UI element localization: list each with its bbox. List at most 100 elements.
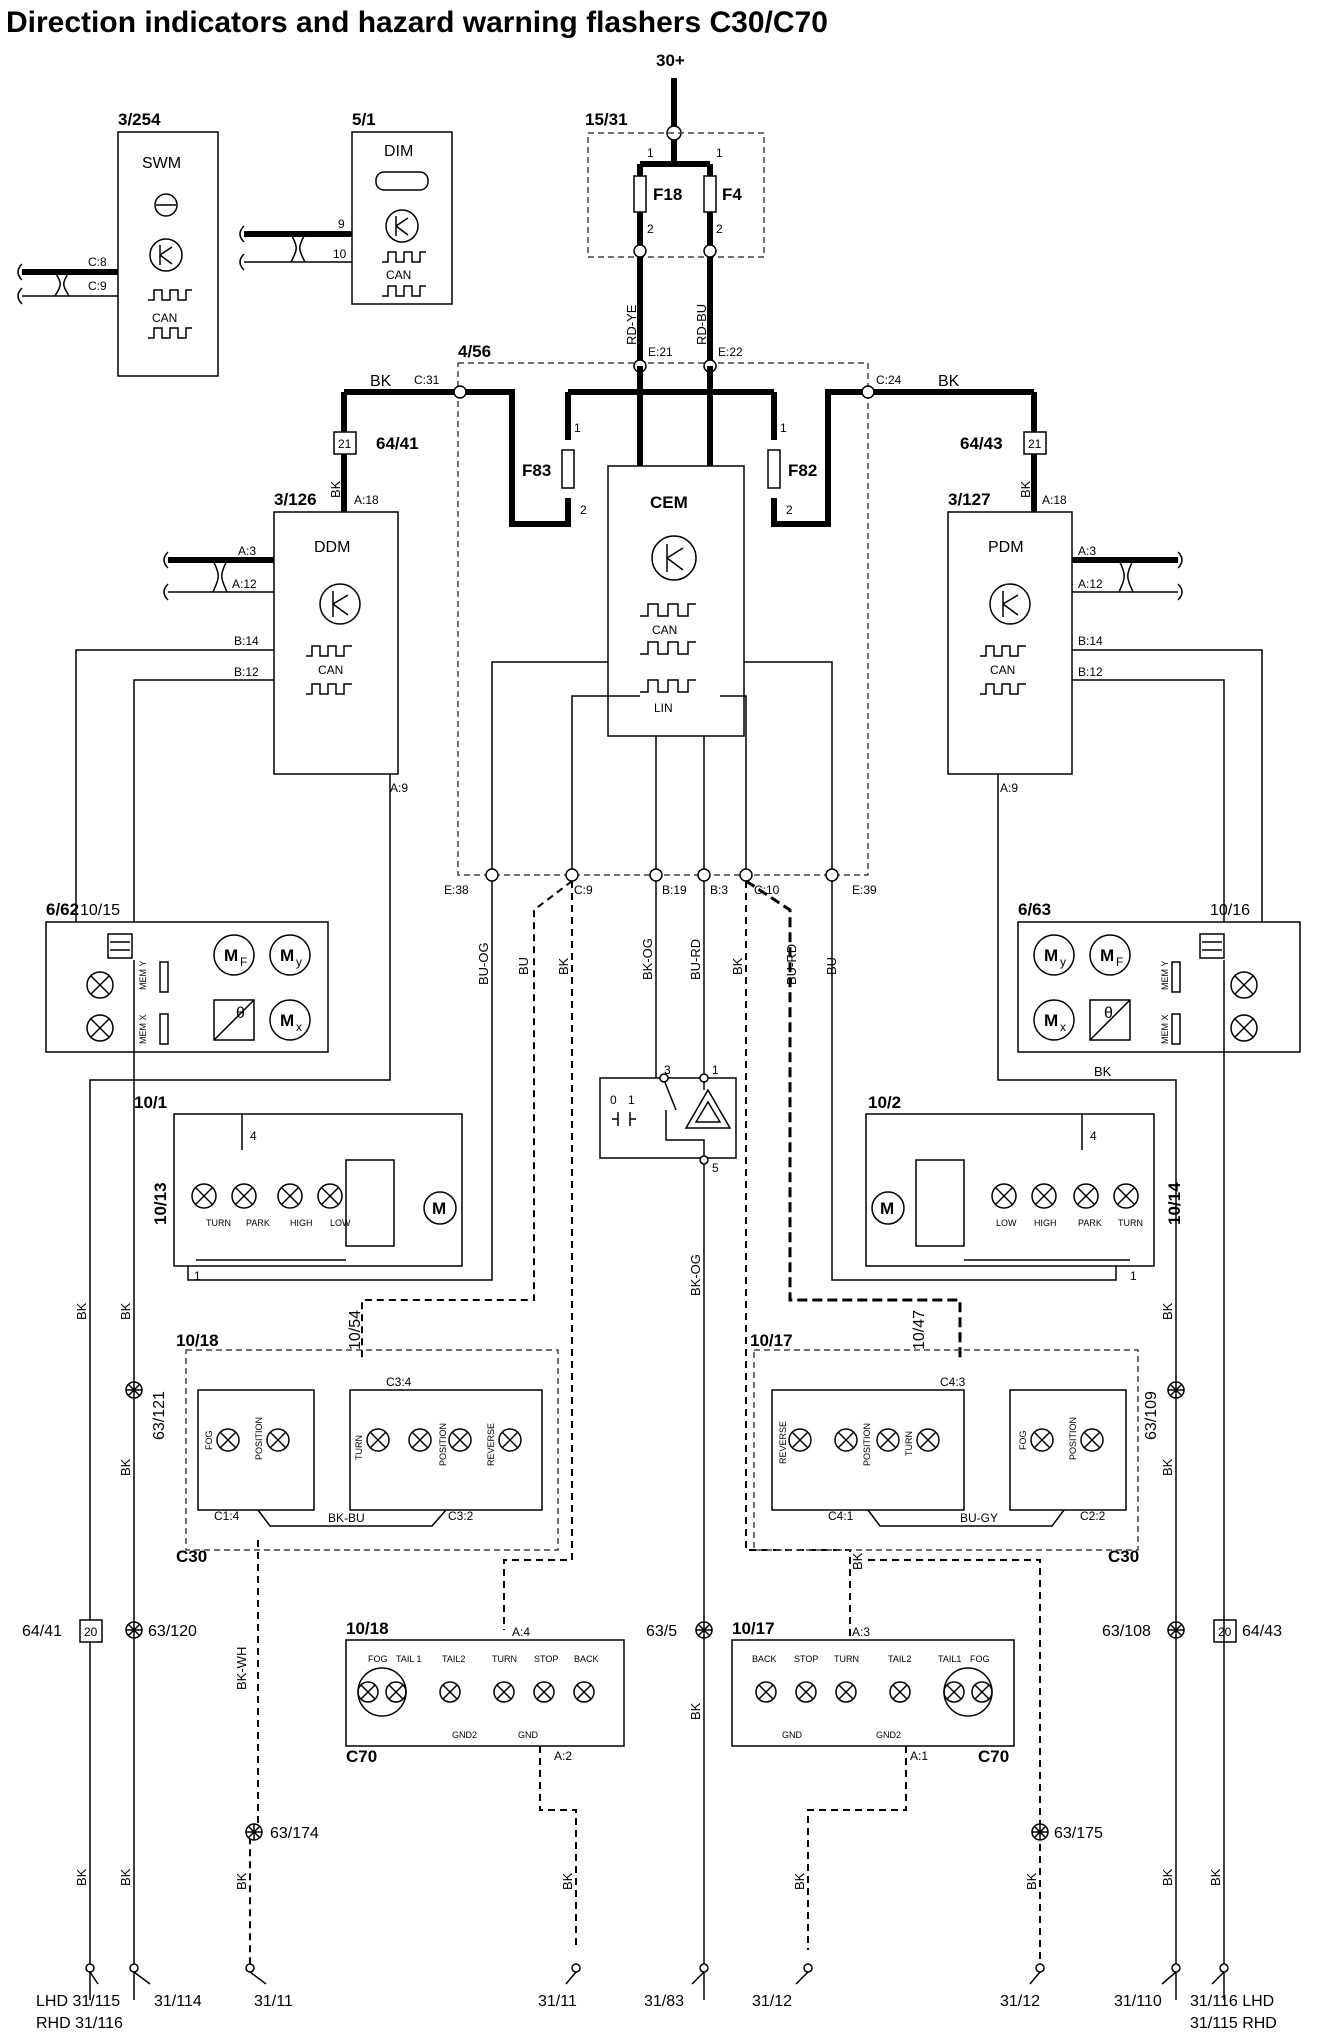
dim-can: CAN bbox=[386, 268, 411, 282]
tail-c30-right-pos-a: POSITION bbox=[862, 1423, 872, 1466]
tail-c70-left-a2: A:2 bbox=[554, 1749, 572, 1763]
fuse-f18-label: F18 bbox=[653, 185, 682, 204]
f83-pin2: 2 bbox=[580, 503, 587, 517]
swm-pin-c8: C:8 bbox=[88, 255, 107, 269]
tail-c70-right-tail2: TAIL2 bbox=[888, 1654, 911, 1664]
mirror-right-mf: M bbox=[1100, 946, 1114, 965]
tail-c30-left-id: 10/18 bbox=[176, 1331, 219, 1350]
tail-c30-left-turn: TURN bbox=[354, 1435, 364, 1460]
mirror-right-mem-y: MEM Y bbox=[1160, 961, 1170, 990]
wire-bk-l1: BK bbox=[74, 1302, 89, 1320]
headlamp-left-turn: TURN bbox=[206, 1218, 231, 1228]
ddm-pin-a12: A:12 bbox=[232, 577, 257, 591]
ground-31-110: 31/110 bbox=[1114, 1993, 1162, 2010]
wire-bk-c70-r: BK bbox=[792, 1872, 807, 1890]
ground-31-116-lhd: 31/116 LHD bbox=[1190, 1993, 1274, 2010]
splice-63-175: 63/175 bbox=[1054, 1825, 1103, 1842]
headlamp-10-1: 10/1 10/13 4 1 TURN PARK HIGH LOW M bbox=[134, 1093, 463, 1283]
wire-bk-c9: BK bbox=[556, 957, 571, 975]
fuse-f18-pin2: 2 bbox=[647, 222, 654, 236]
mirror-right-my-sub: y bbox=[1060, 955, 1066, 969]
wire-bu-left: BU bbox=[516, 957, 531, 975]
conn-e22: E:22 bbox=[718, 345, 743, 359]
wire-bk-l3: BK bbox=[118, 1458, 133, 1476]
tail-c30-left-model: C30 bbox=[176, 1547, 207, 1566]
swm-can: CAN bbox=[152, 311, 177, 325]
wire-bk-center: BK bbox=[688, 1702, 703, 1720]
tail-c70-left-model: C70 bbox=[346, 1747, 377, 1766]
ground-31-115-lhd: LHD 31/115 bbox=[36, 1993, 120, 2010]
ddm-id: 3/126 bbox=[274, 490, 317, 509]
mirror-right-id: 6/63 bbox=[1018, 900, 1051, 919]
wire-bk-pdm-a9: BK bbox=[1094, 1064, 1112, 1079]
tail-c70-right-stop: STOP bbox=[794, 1654, 818, 1664]
cem-name: CEM bbox=[650, 493, 688, 512]
headlamp-right-motor: M bbox=[880, 1199, 894, 1218]
pdm-pin-b12: B:12 bbox=[1078, 665, 1103, 679]
wire-bk-l4: BK bbox=[74, 1868, 89, 1886]
ddm-pin-a3: A:3 bbox=[238, 544, 256, 558]
wire-bk-r-dash: BK bbox=[850, 1552, 865, 1570]
tail-c30-right-reverse: REVERSE bbox=[778, 1421, 788, 1464]
splice-63-121: 63/121 bbox=[151, 1391, 168, 1440]
tail-c30-right-c41: C4:1 bbox=[828, 1509, 854, 1523]
swm-id: 3/254 bbox=[118, 110, 161, 129]
ground-31-11-a: 31/11 bbox=[254, 1993, 293, 2010]
tail-c70-right-fog: FOG bbox=[970, 1654, 990, 1664]
headlamp-left-id: 10/1 bbox=[134, 1093, 167, 1112]
ground-31-114: 31/114 bbox=[154, 1993, 202, 2010]
headlamp-right-side: 10/14 bbox=[1165, 1182, 1184, 1225]
dim-name: DIM bbox=[384, 143, 413, 160]
pdm-name: PDM bbox=[988, 539, 1024, 556]
fuse-box-15-31: 30+ 15/31 1 1 F18 F4 2 2 RD-YE RD-BU bbox=[585, 51, 765, 370]
headlamp-left-pin4: 4 bbox=[250, 1129, 257, 1143]
mirror-left-my-sub: y bbox=[296, 955, 302, 969]
fuse-f18 bbox=[633, 175, 647, 213]
mirror-left-my: M bbox=[280, 946, 294, 965]
mirror-right-lamp: 10/16 bbox=[1210, 902, 1250, 919]
tail-c30-right-c22: C2:2 bbox=[1080, 1509, 1106, 1523]
tail-c70-left: 10/18 A:4 A:2 C70 FOG TAIL 1 TAIL2 TURN … bbox=[345, 1619, 625, 1950]
wire-bu-rd-right: BU-RD bbox=[784, 944, 799, 985]
splice-21-right: 21 bbox=[1028, 437, 1042, 451]
tail-c70-right: 10/17 A:3 A:1 C70 BACK STOP TURN TAIL2 T… bbox=[731, 1619, 1015, 1950]
splice-21-left: 21 bbox=[338, 437, 352, 451]
f83-pin1: 1 bbox=[574, 421, 581, 435]
fuse-f4-pin1: 1 bbox=[716, 146, 723, 160]
ground-31-12-a: 31/12 bbox=[752, 1993, 792, 2010]
wire-bk-l5: BK bbox=[118, 1868, 133, 1886]
tail-c30-right-pos-b: POSITION bbox=[1068, 1417, 1078, 1460]
pdm-pin-a12: A:12 bbox=[1078, 577, 1103, 591]
splice-63-108: 63/108 bbox=[1102, 1623, 1151, 1640]
headlamp-left-low: LOW bbox=[330, 1218, 351, 1228]
wire-rd-bu: RD-BU bbox=[694, 304, 709, 345]
mirror-left-mem-y: MEM Y bbox=[138, 961, 148, 990]
hazard-pos-1: 1 bbox=[628, 1093, 635, 1107]
wire-bk-c70-l: BK bbox=[560, 1872, 575, 1890]
hazard-pos-0: 0 bbox=[610, 1093, 617, 1107]
wire-bk-og: BK-OG bbox=[640, 938, 655, 980]
tail-c30-left-c14: C1:4 bbox=[214, 1509, 240, 1523]
steering-wheel-icon bbox=[154, 193, 178, 217]
hazard-pin-5: 5 bbox=[712, 1161, 719, 1175]
f82-pin1: 1 bbox=[780, 421, 787, 435]
splice-20-right: 20 bbox=[1218, 1625, 1232, 1639]
splice-64-41: 21 64/41 BK bbox=[328, 431, 419, 512]
fuse-box-id: 15/31 bbox=[585, 110, 628, 129]
ground-31-115-rhd: 31/115 RHD bbox=[1190, 2015, 1277, 2032]
cem-module bbox=[607, 465, 745, 737]
tail-c30-left-wire: BK-BU bbox=[328, 1511, 365, 1525]
hazard-pin-3: 3 bbox=[664, 1063, 671, 1077]
wire-bk-l6: BK bbox=[234, 1872, 249, 1890]
tail-c70-right-a1: A:1 bbox=[910, 1749, 928, 1763]
tail-c70-right-a3: A:3 bbox=[852, 1625, 870, 1639]
ddm-pin-a18: A:18 bbox=[354, 493, 379, 507]
tail-c70-left-gnd2: GND2 bbox=[452, 1730, 477, 1740]
splice-64-41-lower: 64/41 bbox=[22, 1623, 62, 1640]
fuse-f82 bbox=[767, 449, 781, 489]
tail-c30-left-fog: FOG bbox=[204, 1431, 214, 1451]
tail-c30-left-pos-b: POSITION bbox=[438, 1423, 448, 1466]
tail-c30-right: 10/17 10/47 C4:3 C30 REVERSE POSITION TU… bbox=[750, 1310, 1139, 1566]
wire-bu-right: BU bbox=[824, 957, 839, 975]
